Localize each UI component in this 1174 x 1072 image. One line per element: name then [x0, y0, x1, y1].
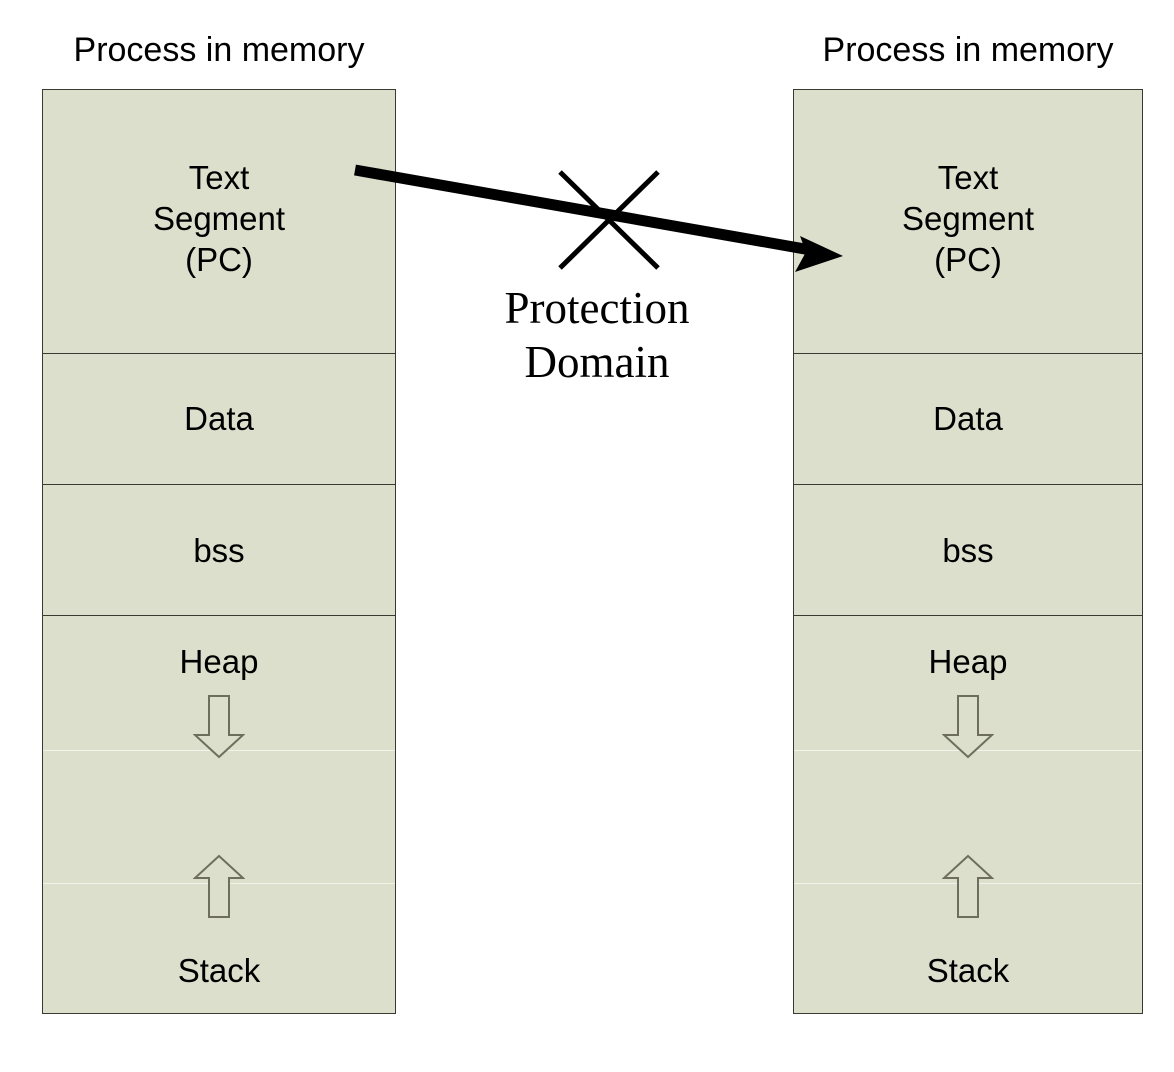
heap-grows-down-arrow-right: [942, 695, 994, 759]
segment-label-heap-right: Heap: [928, 643, 1008, 680]
memory-layout-left: Text Segment (PC) Data bss Heap Stack: [42, 89, 396, 1014]
stack-grows-up-arrow-right: [942, 854, 994, 918]
blocked-transfer-arrow-shaft: [354, 164, 823, 258]
divider-bss-heap-left: [43, 615, 395, 616]
divider-bss-heap-right: [794, 615, 1142, 616]
segment-label-text-right: Text Segment (PC): [901, 159, 1035, 278]
divider-data-bss-left: [43, 484, 395, 485]
protection-domain-label: Protection Domain: [504, 283, 690, 387]
divider-text-data-left: [43, 353, 395, 354]
stack-grows-up-arrow-left: [193, 854, 245, 918]
x-cross-mark-stroke-a: [558, 170, 660, 270]
divider-data-bss-right: [794, 484, 1142, 485]
segment-label-stack-left: Stack: [177, 952, 261, 989]
segment-label-text-left: Text Segment (PC): [152, 159, 286, 278]
segment-label-data-left: Data: [184, 400, 254, 437]
divider-text-data-right: [794, 353, 1142, 354]
segment-label-stack-right: Stack: [926, 952, 1010, 989]
x-cross-mark-stroke-b: [558, 170, 660, 270]
process-title-right: Process in memory: [822, 31, 1114, 69]
segment-label-data-right: Data: [933, 400, 1003, 437]
segment-label-bss-right: bss: [942, 532, 994, 569]
segment-label-bss-left: bss: [193, 532, 245, 569]
heap-grows-down-arrow-left: [193, 695, 245, 759]
segment-label-heap-left: Heap: [179, 643, 259, 680]
memory-layout-right: Text Segment (PC) Data bss Heap Stack: [793, 89, 1143, 1014]
process-title-left: Process in memory: [73, 31, 365, 69]
